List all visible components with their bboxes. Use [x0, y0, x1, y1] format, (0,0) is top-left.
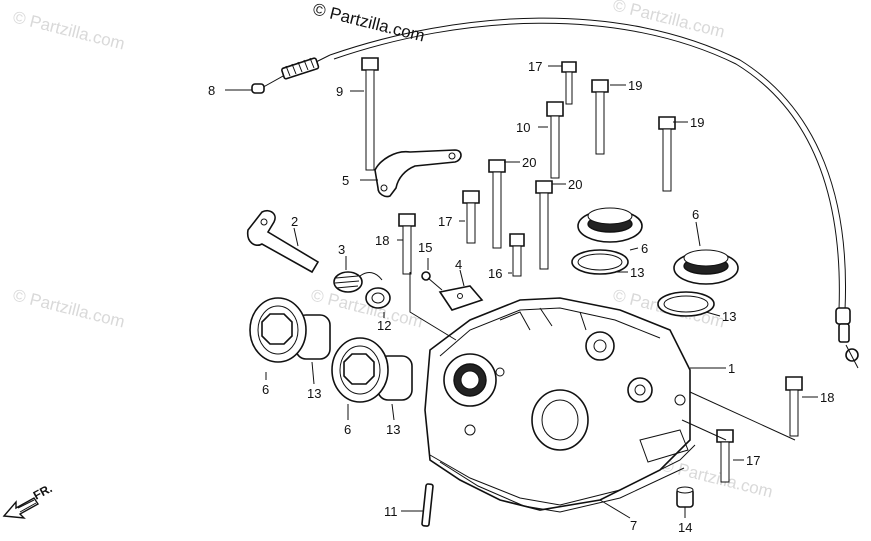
watermark-top-left: © Partzilla.com: [11, 7, 127, 53]
callout-13-right-lower: 13: [722, 309, 736, 324]
tappet-cap-left-upper: [249, 297, 331, 363]
bolt-part-20-left: [488, 159, 506, 249]
callout-13-left-upper: 13: [307, 386, 321, 401]
callout-13-left-lower: 13: [386, 422, 400, 437]
tappet-cap-right-lower: [673, 249, 739, 285]
spring-part-3: [333, 271, 383, 293]
oring-right-lower: [657, 291, 715, 317]
callout-13-right-upper: 13: [630, 265, 644, 280]
bolt-part-16: [509, 233, 525, 277]
bolt-part-17-top: [561, 61, 577, 105]
callout-14: 14: [678, 520, 692, 535]
callout-20-right: 20: [568, 177, 582, 192]
watermark-mid-left: © Partzilla.com: [11, 285, 127, 331]
pin-part-15: [421, 271, 443, 291]
shaft-part-2: [246, 209, 320, 274]
plate-part-4: [438, 285, 484, 311]
bolt-part-19-lower: [658, 116, 676, 192]
collar-part-14: [676, 486, 694, 508]
bolt-part-18-right: [785, 376, 803, 437]
callout-3: 3: [338, 242, 345, 257]
callout-6-right-upper: 6: [692, 207, 699, 222]
callout-1: 1: [728, 361, 735, 376]
bolt-part-18-left: [398, 213, 416, 275]
dowel-part-11: [421, 483, 434, 527]
callout-5: 5: [342, 173, 349, 188]
bolt-part-20-right: [535, 180, 553, 270]
bolt-part-17-lower: [716, 429, 734, 483]
watermark-copyright: © Partzilla.com: [311, 0, 427, 46]
gasket-part-7: [429, 444, 696, 513]
callout-6-right-middle: 6: [641, 241, 648, 256]
callout-15: 15: [418, 240, 432, 255]
bracket-part-5: [374, 149, 462, 198]
leader-lines: [225, 65, 818, 519]
bolt-part-19-upper: [591, 79, 609, 155]
oring-right-upper: [571, 249, 629, 275]
callouts: 8 9 17 19 10 19 20 20 5 2 17 18 6 6 3 15…: [208, 59, 834, 535]
callout-7: 7: [630, 518, 637, 533]
callout-2: 2: [291, 214, 298, 229]
callout-11: 11: [384, 504, 398, 519]
callout-12: 12: [377, 318, 391, 333]
bolt-part-10: [546, 101, 564, 179]
callout-17-middle: 17: [438, 214, 452, 229]
callout-6-left-upper: 6: [262, 382, 269, 397]
callout-17-lower: 17: [746, 453, 760, 468]
callout-17-top: 17: [528, 59, 542, 74]
front-direction-indicator: FR.: [2, 481, 54, 519]
callout-18-left: 18: [375, 233, 389, 248]
front-arrow-icon: [2, 497, 40, 519]
bolts: [361, 57, 803, 483]
callout-18-right: 18: [820, 390, 834, 405]
bolt-part-9: [361, 57, 379, 171]
cylinder-head-part-1: [424, 297, 691, 511]
tappet-cap-right-upper: [577, 207, 643, 243]
watermark-top-right: © Partzilla.com: [611, 0, 727, 42]
callout-20-left: 20: [522, 155, 536, 170]
callout-19-lower: 19: [690, 115, 704, 130]
callout-16: 16: [488, 266, 502, 281]
callout-8: 8: [208, 83, 215, 98]
callout-9: 9: [336, 84, 343, 99]
seal-part-12: [365, 287, 391, 309]
tappet-cap-left-lower: [331, 337, 413, 403]
callout-4: 4: [455, 257, 462, 272]
callout-6-left-lower: 6: [344, 422, 351, 437]
control-cable: [251, 17, 859, 369]
callout-19-upper: 19: [628, 78, 642, 93]
callout-10: 10: [516, 120, 530, 135]
bolt-part-17-middle: [462, 190, 480, 244]
